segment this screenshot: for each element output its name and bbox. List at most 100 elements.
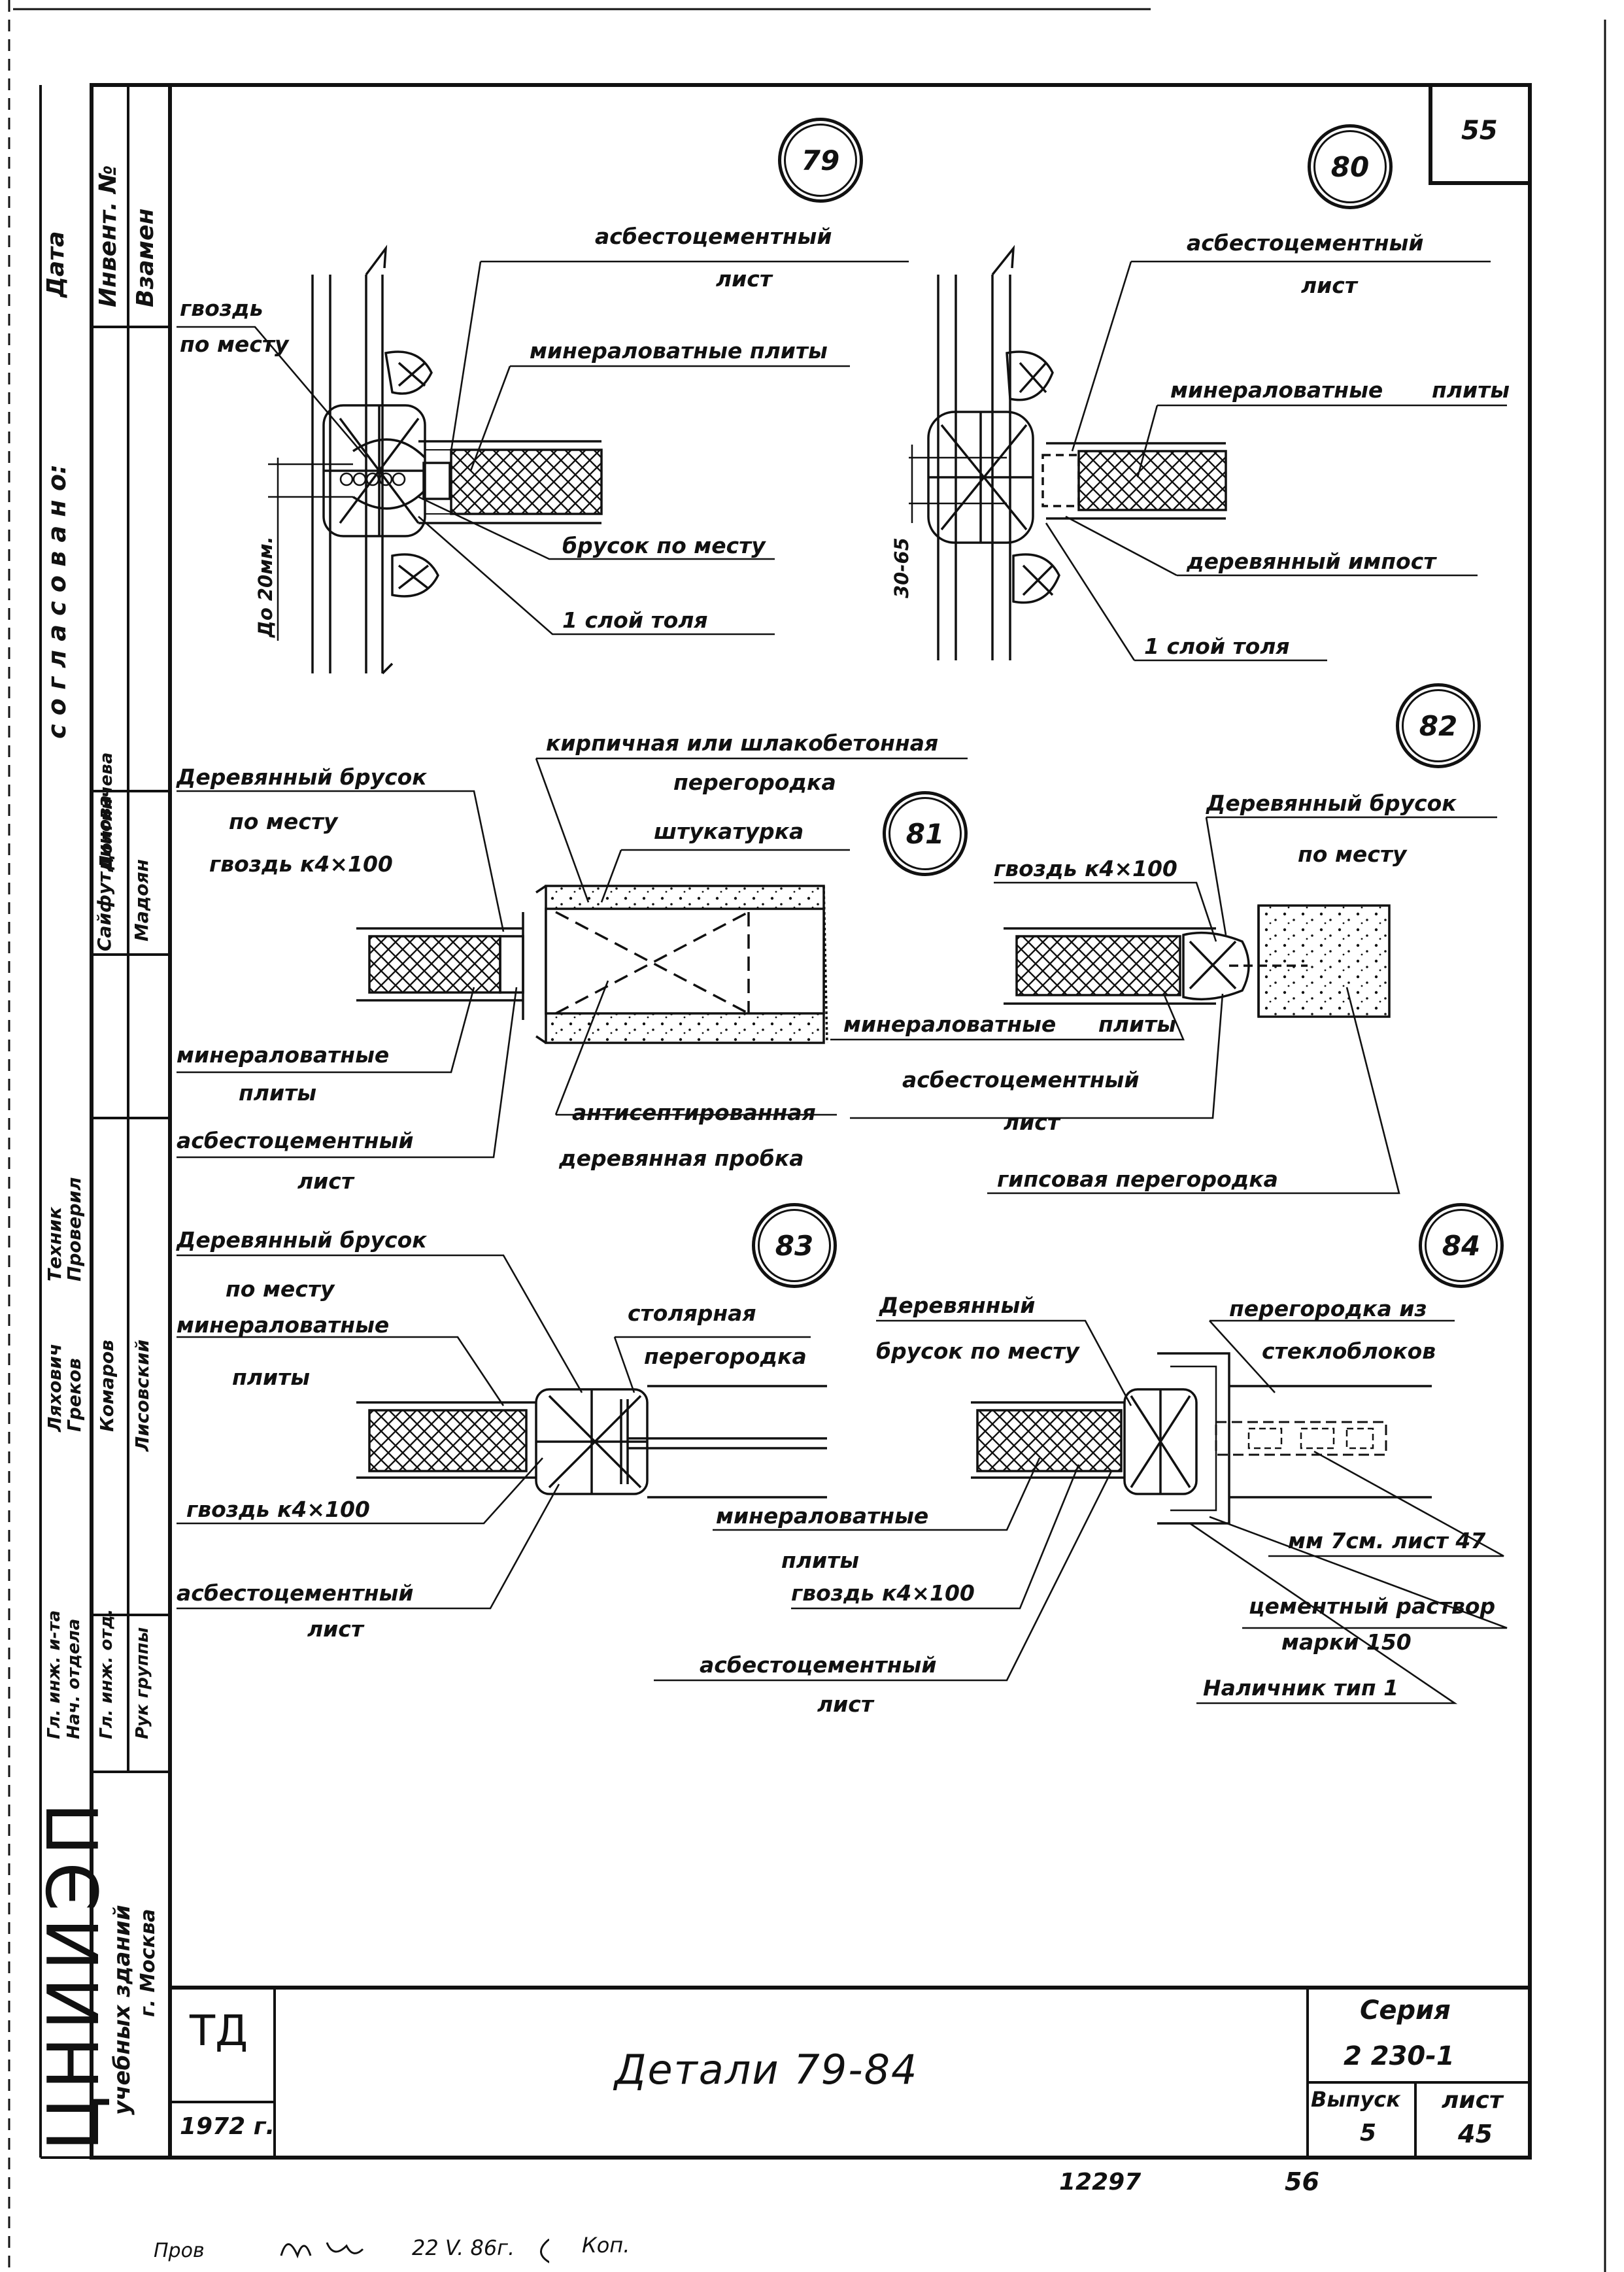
d84-nail-label: гвоздь к4×100 [791,1580,975,1606]
institute-line-2: г. Москва [137,1908,160,2017]
footer-handwritten-signature [280,2238,549,2264]
stamp-name-4: Лисовский [131,1339,153,1451]
d82-nail-label: гвоздь к4×100 [994,856,1177,881]
stamp-signature-3: Долгинчева [97,752,116,870]
d83-asbestos-label: асбестоцементный [177,1580,414,1606]
d80-dimension: 30-65 [890,537,913,598]
d79-bar-label: брусок по месту [562,533,766,558]
series-value: 2 230-1 [1344,2041,1455,2071]
stamp-role-dept-head: Нач. отдела [64,1618,84,1739]
stamp-role-group-lead: Рук группы [133,1627,152,1739]
drawing-title: Детали 79-84 [615,2046,919,2094]
d83-bar-label: Деревянный брусок [177,1227,427,1253]
detail-81-drawing [356,885,828,1044]
d84-mortar-b-label: марки 150 [1281,1629,1412,1655]
d82-gypsum-label: гипсовая перегородка [997,1166,1278,1192]
d81-in-place-label: по месту [229,809,338,834]
d80-sheet-label: лист [1301,273,1357,298]
detail-80-drawing [909,245,1227,660]
d84-mineral-a-label: минераловатные [716,1503,929,1529]
d80-impost-label: деревянный импост [1187,549,1436,574]
detail-84-badge: 84 [1419,1203,1504,1288]
d81-brick-b-label: перегородка [673,770,836,795]
d79-asbestos-label: асбестоцементный [595,224,832,249]
stamp-role-technician: Техник [44,1206,65,1281]
d79-roofing-label: 1 слой толя [562,607,708,633]
d83-mineral-a-label: минераловатные [177,1312,390,1338]
d82-bar-label: Деревянный брусок [1206,790,1457,816]
d79-dimension: До 20мм. [254,536,277,637]
footer-handwritten-check: Пров [154,2239,205,2262]
footer-sheet-number: 56 [1285,2167,1319,2196]
d83-sheet-label: лист [307,1616,364,1642]
d84-glass-b-label: стеклоблоков [1262,1338,1436,1364]
d79-mineral-label: минераловатные плиты [530,338,828,364]
stamp-agreed: с о г л а с о в а н о: [42,464,71,739]
issue-label: Выпуск [1311,2087,1400,2112]
d82-sheet-label: лист [1004,1110,1060,1135]
leader-lines [177,260,1508,1704]
year: 1972 г. [180,2113,275,2140]
d84-casing-label: Наличник тип 1 [1203,1675,1399,1701]
issue-value: 5 [1360,2120,1377,2146]
d79-in-place-label: по месту [180,331,289,357]
d81-bar-label: Деревянный брусок [177,764,427,790]
d81-sheet-label: лист [297,1168,354,1194]
d83-in-place-label: по месту [226,1276,335,1302]
td-mark: ТД [190,2007,248,2056]
detail-82-drawing [1004,904,1391,1018]
d81-mineral-b-label: плиты [239,1080,317,1106]
footer-handwritten-date: 22 V. 86г. [412,2235,515,2260]
stamp-name-2: Греков [63,1358,85,1432]
d81-asbestos-label: асбестоцементный [177,1128,414,1153]
detail-83-badge: 83 [752,1203,837,1288]
d83-joinery-b-label: перегородка [644,1344,807,1369]
footer-code: 12297 [1059,2169,1142,2196]
detail-79-drawing [268,245,603,675]
d82-mineral-b-label: плиты [1098,1011,1177,1037]
d84-ref-label: мм 7см. лист 47 [1288,1528,1486,1553]
d83-joinery-a-label: столярная [628,1300,756,1326]
d82-in-place-label: по месту [1298,841,1407,867]
stamp-signature-2: Мадоян [131,859,152,941]
d80-mineral-b-label: плиты [1432,377,1510,403]
footer-handwritten-copy: Коп. [582,2233,630,2258]
d83-mineral-b-label: плиты [232,1365,311,1390]
d84-glass-a-label: перегородка из [1229,1296,1427,1321]
d84-bar-a-label: Деревянный [879,1293,1036,1318]
institute-logo: ЦНИИЭП [33,1795,115,2151]
stamp-date: Дата [42,231,69,297]
detail-82-badge: 82 [1396,683,1481,768]
d81-plug-b-label: деревянная пробка [559,1145,804,1171]
d84-sheet-label: лист [817,1691,873,1717]
stamp-name-1: Ляхович [44,1343,65,1432]
d84-bar-b-label: брусок по месту [876,1338,1079,1364]
stamp-role-dept-engineer: Гл. инж. отд. [97,1608,116,1739]
sheet-number: 55 [1461,116,1498,146]
d79-sheet-label: лист [716,266,772,292]
stamp-inventory: Инвент. № [95,165,122,307]
d80-roofing-label: 1 слой толя [1144,634,1290,659]
detail-79-badge: 79 [778,118,863,203]
d80-mineral-a-label: минераловатные [1170,377,1383,403]
d83-nail-label: гвоздь к4×100 [186,1497,370,1522]
d84-mineral-b-label: плиты [781,1548,860,1573]
series-label: Серия [1360,1995,1451,2026]
d81-plaster-label: штукатурка [654,819,804,844]
d84-mortar-a-label: цементный раствор [1249,1593,1496,1619]
detail-81-badge: 81 [883,791,968,876]
stamp-role-checked: Проверил [63,1177,85,1281]
stamp-role-chief-engineer: Гл. инж. и-та [44,1610,64,1739]
d81-mineral-a-label: минераловатные [177,1042,390,1068]
d84-asbestos-label: асбестоцементный [700,1652,937,1678]
d82-asbestos-label: асбестоцементный [902,1067,1140,1093]
sheet-value: 45 [1458,2120,1493,2148]
detail-83-drawing [356,1385,827,1499]
d80-asbestos-label: асбестоцементный [1187,230,1424,256]
d81-plug-a-label: антисептированная [572,1100,816,1125]
d82-mineral-a-label: минераловатные [843,1011,1057,1037]
sheet-label: лист [1442,2087,1503,2114]
stamp-replace: Взамен [132,208,159,307]
